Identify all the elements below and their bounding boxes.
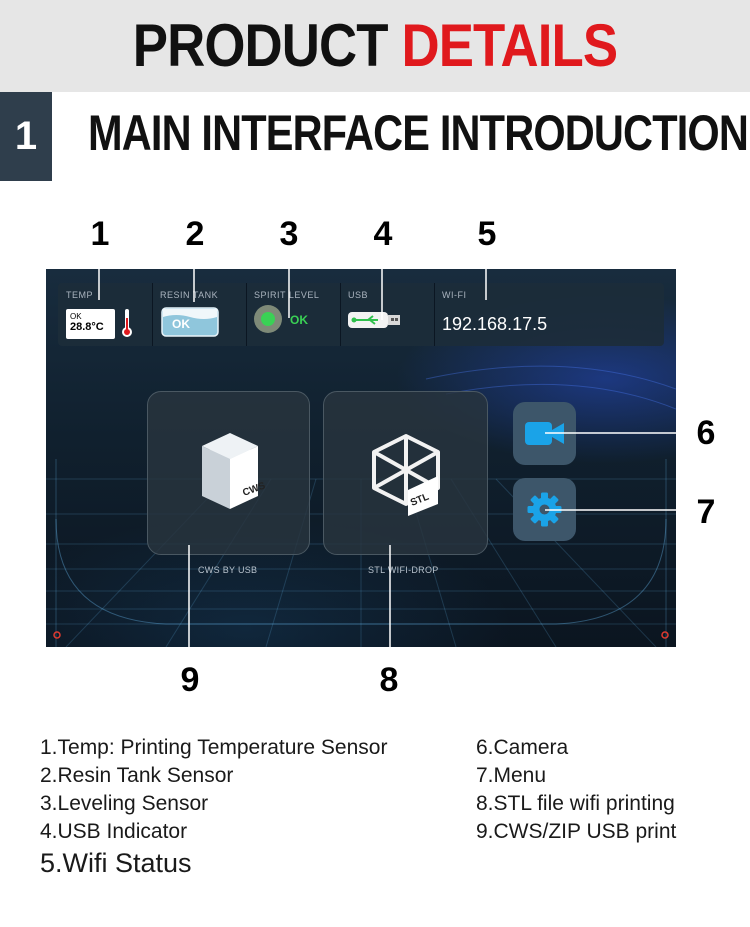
legend-left: 1.Temp: Printing Temperature Sensor 2.Re…: [40, 734, 387, 880]
legend-item-4: 4.USB Indicator: [40, 820, 188, 843]
callout-2: 2: [175, 214, 215, 254]
wifi-ip-address: 192.168.17.5: [442, 314, 548, 334]
thermometer-icon: [122, 309, 132, 337]
section-title: MAIN INTERFACE INTRODUCTION: [88, 105, 749, 161]
spirit-level-value: OK: [290, 313, 308, 327]
resin-tank-value: OK: [172, 317, 190, 331]
callout-9: 9: [170, 660, 210, 700]
wifi-label: WI-FI: [442, 290, 467, 300]
callout-5: 5: [467, 214, 507, 254]
status-bar: TEMP OK 28.8°C RESIN TANK OK SPIRIT LEVE…: [58, 283, 664, 346]
usb-drive-icon: [348, 312, 400, 328]
resin-tank-label: RESIN TANK: [160, 290, 219, 300]
cws-by-usb-tile[interactable]: CWS: [147, 391, 310, 555]
title-word-details: DETAILS: [401, 12, 618, 79]
stl-tile-caption: STL WIFI-DROP: [368, 565, 439, 575]
usb-label: USB: [348, 290, 369, 300]
page-header: PRODUCT DETAILS: [0, 0, 750, 92]
legend-item-6: 6.Camera: [476, 736, 569, 759]
callout-7: 7: [686, 492, 726, 532]
resin-tank-icon: [161, 307, 219, 337]
legend-item-1: 1.Temp: Printing Temperature Sensor: [40, 736, 388, 759]
callout-1: 1: [80, 214, 120, 254]
printer-screen: TEMP OK 28.8°C RESIN TANK OK SPIRIT LEVE…: [46, 269, 676, 647]
resin-tank-status[interactable]: RESIN TANK OK: [152, 283, 247, 346]
temp-label: TEMP: [66, 290, 94, 300]
legend-right: 6.Camera 7.Menu 8.STL file wifi printing…: [476, 734, 676, 846]
wifi-status[interactable]: WI-FI 192.168.17.5: [434, 283, 664, 346]
gear-icon: [527, 492, 562, 527]
spirit-level-status[interactable]: SPIRIT LEVEL OK: [246, 283, 341, 346]
section-number-badge: 1: [0, 92, 52, 181]
legend-item-2: 2.Resin Tank Sensor: [40, 764, 234, 787]
stl-wifi-drop-tile[interactable]: STL: [323, 391, 488, 555]
level-bubble-icon: [254, 305, 282, 333]
temp-readout: OK 28.8°C: [66, 309, 115, 339]
callout-6: 6: [686, 413, 726, 453]
title-word-product: PRODUCT: [132, 12, 389, 79]
cws-tile-caption: CWS BY USB: [198, 565, 258, 575]
callout-3: 3: [269, 214, 309, 254]
legend-item-9: 9.CWS/ZIP USB print: [476, 820, 677, 843]
legend-item-3: 3.Leveling Sensor: [40, 792, 209, 815]
legend-item-8: 8.STL file wifi printing: [476, 792, 675, 815]
page-title: PRODUCT DETAILS: [45, 0, 705, 92]
cws-file-icon: CWS: [202, 433, 267, 509]
temp-value: 28.8°C: [70, 321, 104, 333]
spirit-level-label: SPIRIT LEVEL: [254, 290, 320, 300]
callout-4: 4: [363, 214, 403, 254]
temp-status[interactable]: TEMP OK 28.8°C: [58, 283, 153, 346]
callout-8: 8: [369, 660, 409, 700]
temp-state: OK: [70, 312, 82, 321]
legend-item-7: 7.Menu: [476, 764, 547, 787]
legend-item-5: 5.Wifi Status: [40, 848, 192, 878]
stl-file-icon: STL: [372, 434, 440, 516]
usb-status[interactable]: USB: [340, 283, 435, 346]
